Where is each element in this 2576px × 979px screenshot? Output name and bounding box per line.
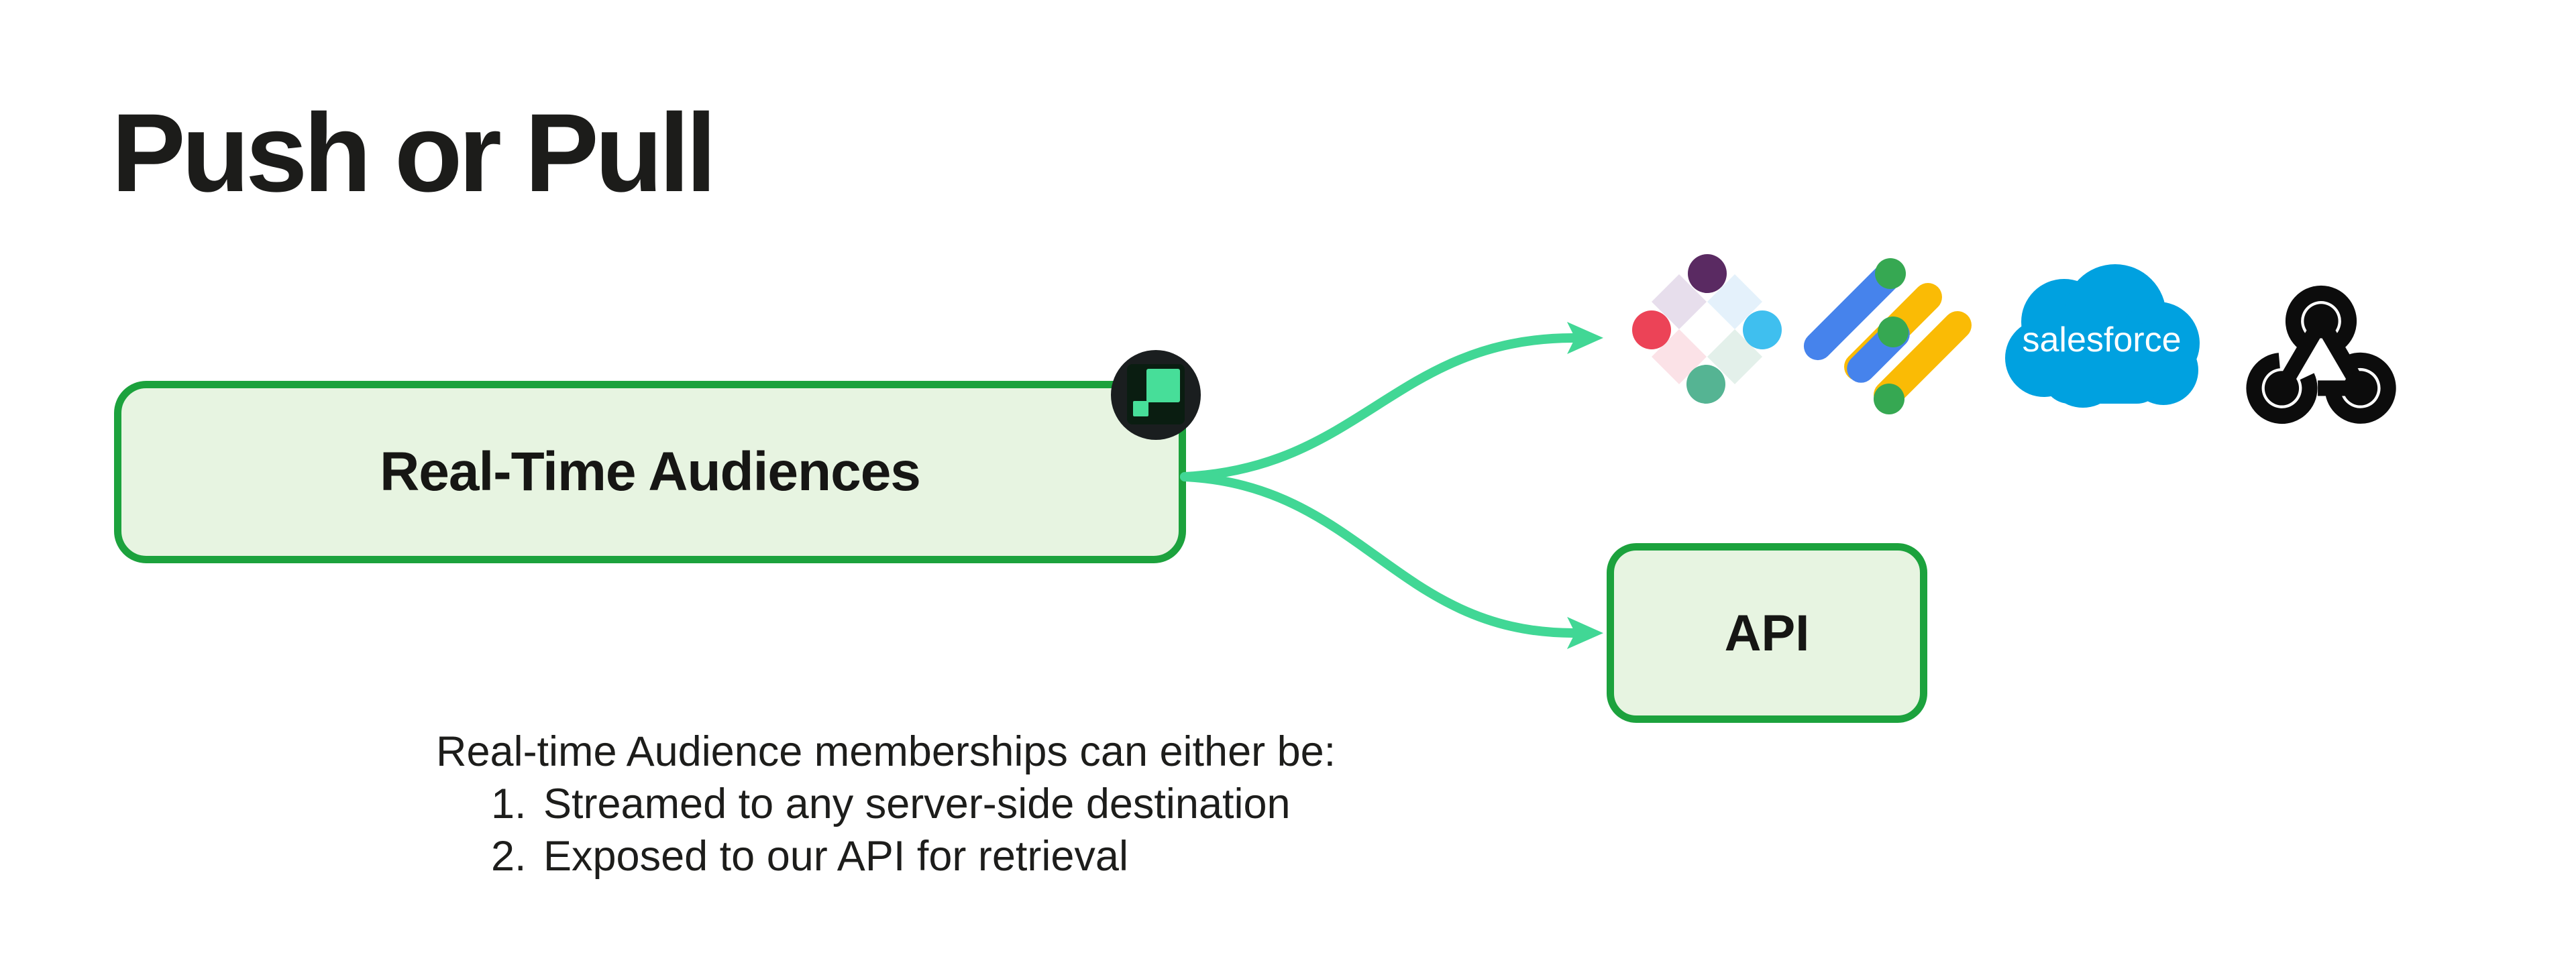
salesforce-wordmark: salesforce xyxy=(2023,321,2182,359)
page-title: Push or Pull xyxy=(111,91,716,215)
notes-block: Real-time Audience memberships can eithe… xyxy=(436,726,1509,882)
notes-item-1: Streamed to any server-side destination xyxy=(538,778,1509,830)
iterable-dot-red xyxy=(1632,310,1671,349)
api-label: API xyxy=(1724,604,1810,662)
google-ad-manager-logo-icon xyxy=(1798,253,1978,419)
gam-dot-top xyxy=(1875,258,1906,289)
arrow-to-destinations xyxy=(1180,322,1603,481)
real-time-audiences-box: Real-Time Audiences xyxy=(114,381,1186,563)
notes-intro: Real-time Audience memberships can eithe… xyxy=(436,728,1336,775)
badge-large-square xyxy=(1146,369,1180,402)
arrow-to-api xyxy=(1180,472,1603,649)
real-time-audiences-label: Real-Time Audiences xyxy=(380,441,921,502)
iterable-logo-icon xyxy=(1632,254,1782,404)
iterable-dot-purple xyxy=(1688,254,1727,293)
iterable-dot-teal xyxy=(1686,365,1725,404)
webhook-icon xyxy=(2246,285,2396,424)
badge-small-square xyxy=(1133,401,1148,416)
badge-inner-square xyxy=(1127,364,1185,424)
api-box: API xyxy=(1607,543,1927,723)
green-squares-product-badge-icon xyxy=(1111,350,1201,440)
iterable-dot-blue xyxy=(1743,310,1782,349)
salesforce-logo-icon: salesforce xyxy=(2005,264,2200,408)
gam-dot-middle xyxy=(1878,316,1909,347)
notes-item-2: Exposed to our API for retrieval xyxy=(538,830,1509,882)
gam-dot-bottom xyxy=(1874,384,1904,414)
notes-list: Streamed to any server-side destination … xyxy=(436,778,1509,882)
